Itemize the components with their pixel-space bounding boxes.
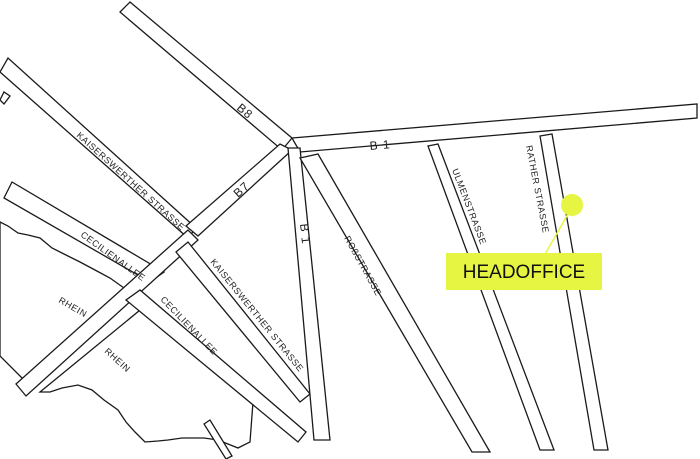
rhein-river — [0, 221, 254, 459]
road-b1-top — [290, 103, 698, 153]
road-rather-strasse — [539, 133, 609, 451]
headoffice-marker[interactable]: HEADOFFICE — [446, 194, 602, 290]
road-b1-vertical — [287, 147, 331, 441]
location-dot-icon[interactable] — [561, 194, 583, 216]
marker-leader-line — [543, 206, 573, 257]
road-left-stub — [0, 91, 11, 105]
label-b1-top: B 1 — [369, 137, 391, 153]
headoffice-label: HEADOFFICE — [463, 262, 585, 283]
headoffice-box[interactable] — [446, 253, 602, 290]
road-ulmenstrasse — [427, 143, 555, 451]
label-kaiserswerther-lower: KAISERSWERTHER STRASSE — [208, 257, 305, 374]
road-cecilienallee-lower — [124, 289, 307, 443]
label-kaiserswerther-upper: KAISERSWERTHER STRASSE — [75, 130, 187, 232]
road-b8 — [119, 1, 293, 151]
label-b1-vertical: B 1 — [297, 223, 313, 245]
road-rossstrasse — [298, 153, 492, 453]
road-diagonal-southwest — [15, 229, 199, 397]
road-cecilienallee-upper — [3, 181, 166, 283]
